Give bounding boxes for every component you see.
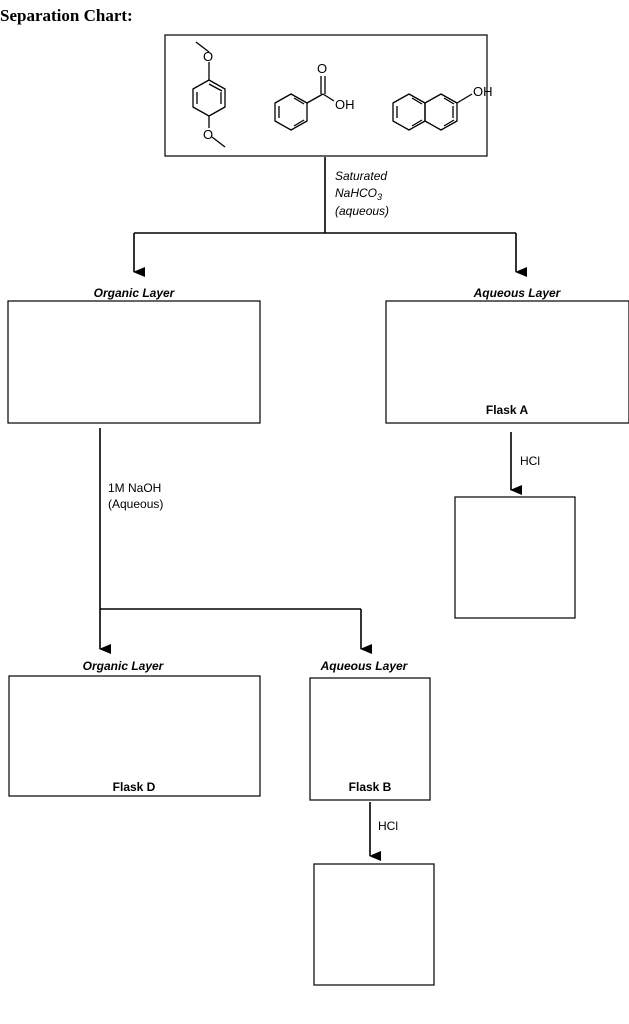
flask-a-product-box bbox=[454, 496, 576, 619]
step1-reagent-line1: Saturated bbox=[335, 169, 387, 183]
benzoic-acid-structure: O OH bbox=[274, 61, 355, 131]
flask-b-label: Flask B bbox=[349, 780, 392, 794]
flask-a-label: Flask A bbox=[486, 403, 529, 417]
flask-d-box bbox=[8, 675, 261, 797]
organic-layer-box bbox=[7, 300, 261, 424]
page-title: Separation Chart: bbox=[0, 6, 133, 25]
flask-a-hcl-label: HCl bbox=[520, 454, 540, 468]
hydroxyl-oh-label: OH bbox=[473, 84, 493, 99]
step1-reagent-main: NaHCO bbox=[335, 186, 377, 200]
flask-a-box bbox=[385, 300, 629, 424]
carbonyl-o-label: O bbox=[317, 61, 327, 76]
carboxyl-oh-label: OH bbox=[335, 97, 355, 112]
flask-b-hcl-label: HCl bbox=[378, 819, 398, 833]
flask-b-box bbox=[309, 677, 431, 801]
naphthol-structure: OH bbox=[392, 84, 493, 131]
step2-reagent-line2: (Aqueous) bbox=[108, 497, 163, 511]
aqueous-layer-label: Aqueous Layer bbox=[473, 286, 562, 300]
methoxy-bottom-o-label: O bbox=[203, 127, 213, 142]
flask-b-product-box bbox=[313, 863, 435, 986]
step1-reagent-subscript: 3 bbox=[377, 192, 382, 202]
methoxy-top-o-label: O bbox=[203, 49, 213, 64]
step1-reagent-line3: (aqueous) bbox=[335, 204, 389, 218]
aqueous-layer-label-2: Aqueous Layer bbox=[320, 659, 409, 673]
step1-reagent-line2: NaHCO3 bbox=[335, 186, 382, 202]
organic-layer-label-2: Organic Layer bbox=[83, 659, 165, 673]
flask-d-label: Flask D bbox=[113, 780, 156, 794]
dimethoxybenzene-structure: O O bbox=[192, 41, 226, 148]
step2-reagent-line1: 1M NaOH bbox=[108, 481, 161, 495]
organic-layer-label: Organic Layer bbox=[94, 286, 176, 300]
start-mixture-box bbox=[164, 34, 488, 157]
